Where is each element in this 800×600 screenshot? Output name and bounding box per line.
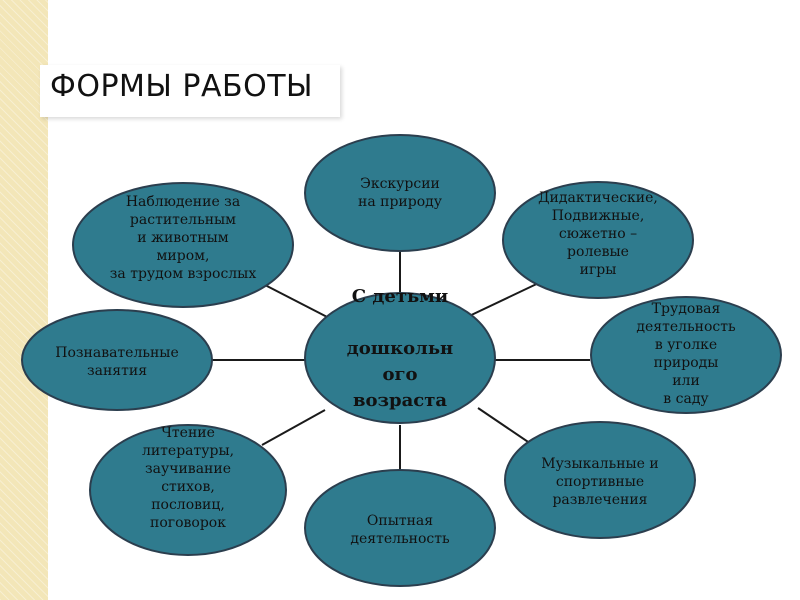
node-experimental-label: Опытная деятельность — [350, 513, 450, 547]
connector-reading — [261, 409, 326, 446]
node-reading-label: Чтение литературы, заучивание стихов, по… — [141, 425, 235, 531]
slide-title: ФОРМЫ РАБОТЫ — [50, 69, 314, 104]
center-label: С детьми дошкольн ого возраста — [346, 286, 454, 411]
node-observation-label: Наблюдение за растительным и животным ми… — [109, 194, 257, 282]
ellipse-reading — [89, 424, 287, 556]
node-labor-label: Трудовая деятельность в уголке природы и… — [636, 301, 736, 407]
ellipse-cognitive — [21, 309, 213, 411]
node-didactic-label: Дидактические, Подвижные, сюжетно – роле… — [538, 190, 658, 278]
ellipse-music — [504, 421, 696, 539]
connector-didactic — [464, 279, 546, 319]
ellipse-center — [304, 292, 496, 424]
ellipse-labor — [590, 296, 782, 414]
node-music-label: Музыкальные и спортивные развлечения — [541, 456, 659, 508]
node-excursions-label: Экскурсии на природу — [358, 176, 442, 210]
title-bar — [40, 65, 340, 117]
ellipse-observation — [72, 182, 294, 308]
ellipse-didactic — [502, 181, 694, 299]
ellipse-excursions — [304, 134, 496, 252]
node-cognitive-label: Познавательные занятия — [55, 345, 179, 379]
ellipse-experimental — [304, 469, 496, 587]
connector-observation — [264, 284, 334, 321]
